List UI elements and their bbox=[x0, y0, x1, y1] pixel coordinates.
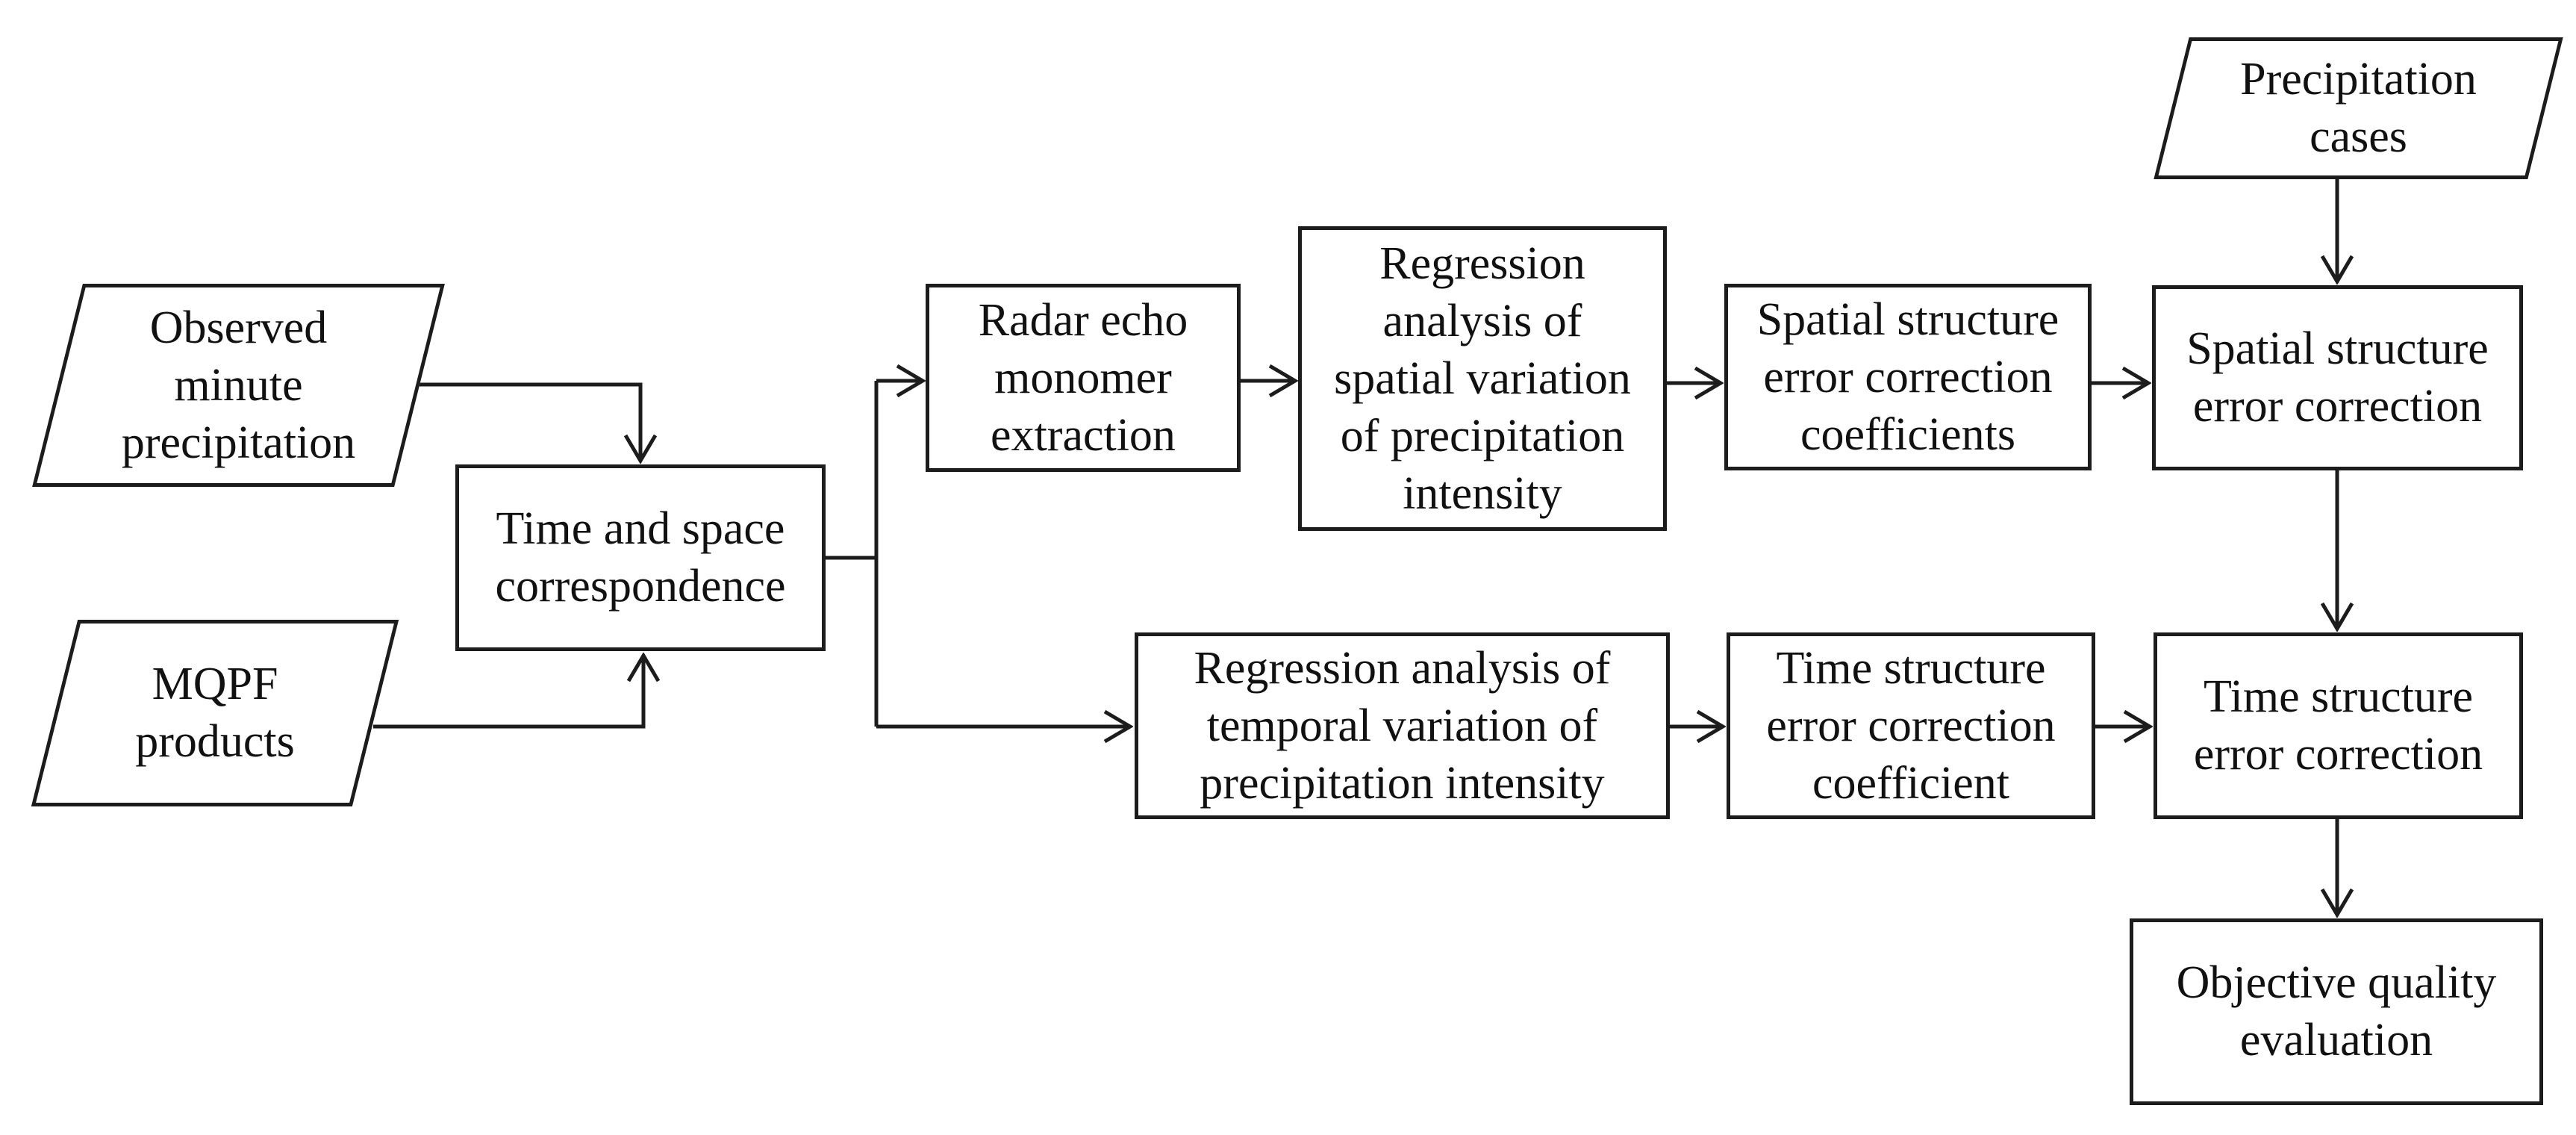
node-spatial-structure-error-correction: Spatial structure error correction bbox=[2152, 285, 2523, 470]
node-label: Regression analysis of spatial variation… bbox=[1334, 237, 1631, 519]
node-label: Time structure error correction coeffici… bbox=[1766, 642, 2056, 809]
node-mqpf-products: MQPF products bbox=[31, 620, 399, 806]
node-label: Spatial structure error correction coeff… bbox=[1756, 293, 2059, 460]
node-label: Precipitation cases bbox=[2240, 54, 2477, 162]
node-objective-quality-evaluation: Objective quality evaluation bbox=[2130, 918, 2543, 1105]
node-label: Time and space correspondence bbox=[495, 503, 786, 612]
edge-mqpf-to-time-space bbox=[373, 656, 643, 729]
edge-observed-to-time-space bbox=[418, 382, 640, 460]
node-spatial-structure-coefficients: Spatial structure error correction coeff… bbox=[1724, 284, 2092, 470]
node-label: Objective quality evaluation bbox=[2176, 957, 2497, 1066]
node-label: Spatial structure error correction bbox=[2186, 323, 2489, 432]
node-label: Radar echo monomer extraction bbox=[978, 294, 1188, 461]
node-radar-echo-monomer-extraction: Radar echo monomer extraction bbox=[926, 284, 1241, 472]
node-observed-minute-precipitation: Observed minute precipitation bbox=[32, 284, 445, 487]
node-regression-spatial-variation: Regression analysis of spatial variation… bbox=[1298, 226, 1667, 531]
node-regression-temporal-variation: Regression analysis of temporal variatio… bbox=[1135, 632, 1670, 819]
node-label: MQPF products bbox=[135, 659, 295, 767]
node-precipitation-cases: Precipitation cases bbox=[2154, 37, 2563, 179]
node-time-and-space-correspondence: Time and space correspondence bbox=[455, 464, 826, 651]
edge-branch-trunk bbox=[826, 381, 879, 727]
node-time-structure-coefficient: Time structure error correction coeffici… bbox=[1727, 632, 2095, 819]
node-label: Observed minute precipitation bbox=[121, 302, 356, 468]
node-label: Time structure error correction bbox=[2193, 671, 2483, 780]
node-label: Regression analysis of temporal variatio… bbox=[1194, 642, 1611, 809]
node-time-structure-error-correction: Time structure error correction bbox=[2154, 632, 2523, 819]
